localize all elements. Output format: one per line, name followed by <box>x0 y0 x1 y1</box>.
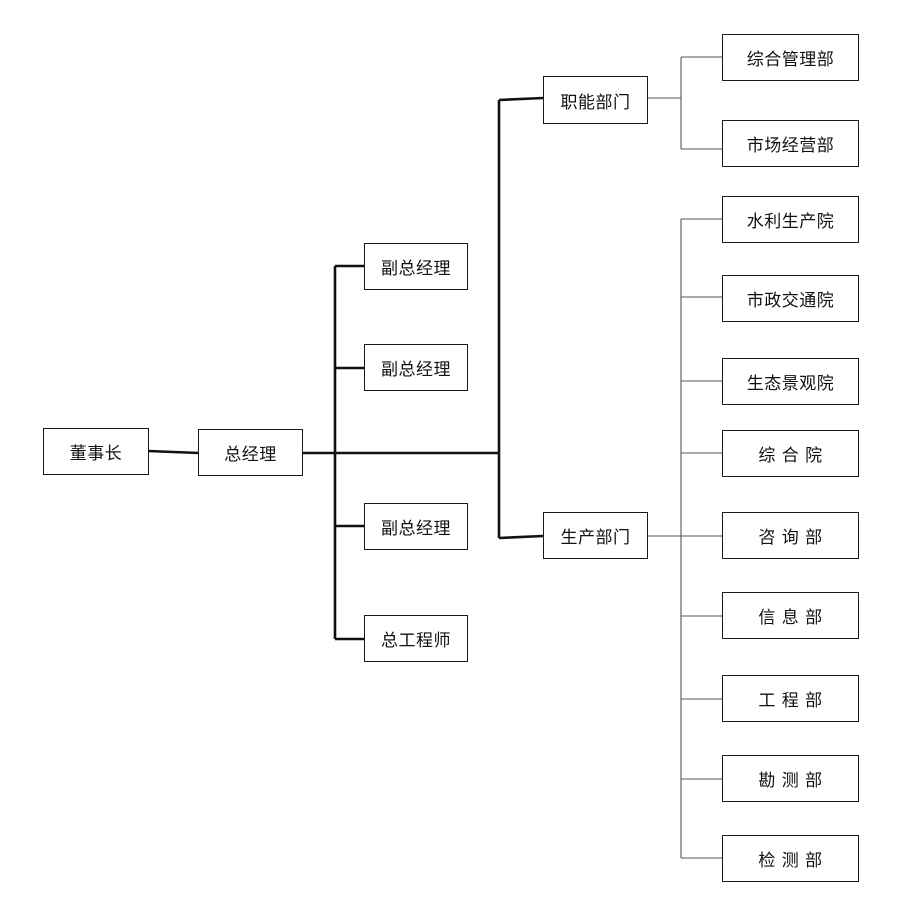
functional-unit-label: 综合管理部 <box>746 50 835 70</box>
node-functional-depts: 职能部门 <box>543 76 648 124</box>
node-chief-engineer-label: 总工程师 <box>381 631 451 651</box>
node-production-unit: 水利生产院 <box>722 196 859 243</box>
production-unit-label: 勘 测 部 <box>758 771 823 791</box>
production-unit-label: 信 息 部 <box>758 608 823 628</box>
production-unit-label: 检 测 部 <box>758 851 823 871</box>
node-deputy-gm-3-label: 副总经理 <box>381 519 451 539</box>
production-unit-label: 咨 询 部 <box>758 528 823 548</box>
line-chairman-gm <box>147 449 200 455</box>
node-production-unit: 工 程 部 <box>722 675 859 722</box>
node-general-manager-label: 总经理 <box>224 445 277 465</box>
production-unit-label: 生态景观院 <box>746 374 835 394</box>
node-chairman-label: 董事长 <box>69 444 123 464</box>
node-production-unit: 生态景观院 <box>722 358 859 405</box>
node-chief-engineer: 总工程师 <box>364 615 468 662</box>
node-production-unit: 检 测 部 <box>722 835 859 882</box>
node-deputy-gm-2-label: 副总经理 <box>381 360 451 380</box>
node-production-depts-label: 生产部门 <box>560 528 631 548</box>
node-deputy-gm-2: 副总经理 <box>364 344 468 391</box>
node-functional-unit: 市场经营部 <box>722 120 859 167</box>
production-unit-label: 水利生产院 <box>746 212 835 232</box>
production-unit-label: 工 程 部 <box>758 691 823 711</box>
line-functional <box>498 96 544 102</box>
node-general-manager: 总经理 <box>198 429 303 476</box>
production-unit-label: 综 合 院 <box>758 446 823 466</box>
production-unit-label: 市政交通院 <box>746 291 835 311</box>
line-production <box>498 534 544 540</box>
functional-unit-label: 市场经营部 <box>746 136 835 156</box>
node-production-unit: 勘 测 部 <box>722 755 859 802</box>
node-deputy-gm-3: 副总经理 <box>364 503 468 550</box>
node-production-unit: 市政交通院 <box>722 275 859 322</box>
node-functional-unit: 综合管理部 <box>722 34 859 81</box>
node-production-depts: 生产部门 <box>543 512 648 559</box>
node-chairman: 董事长 <box>43 428 149 475</box>
node-production-unit: 咨 询 部 <box>722 512 859 559</box>
node-deputy-gm-1: 副总经理 <box>364 243 468 290</box>
node-production-unit: 信 息 部 <box>722 592 859 639</box>
node-production-unit: 综 合 院 <box>722 430 859 477</box>
node-functional-depts-label: 职能部门 <box>560 92 631 113</box>
node-deputy-gm-1-label: 副总经理 <box>381 259 451 279</box>
